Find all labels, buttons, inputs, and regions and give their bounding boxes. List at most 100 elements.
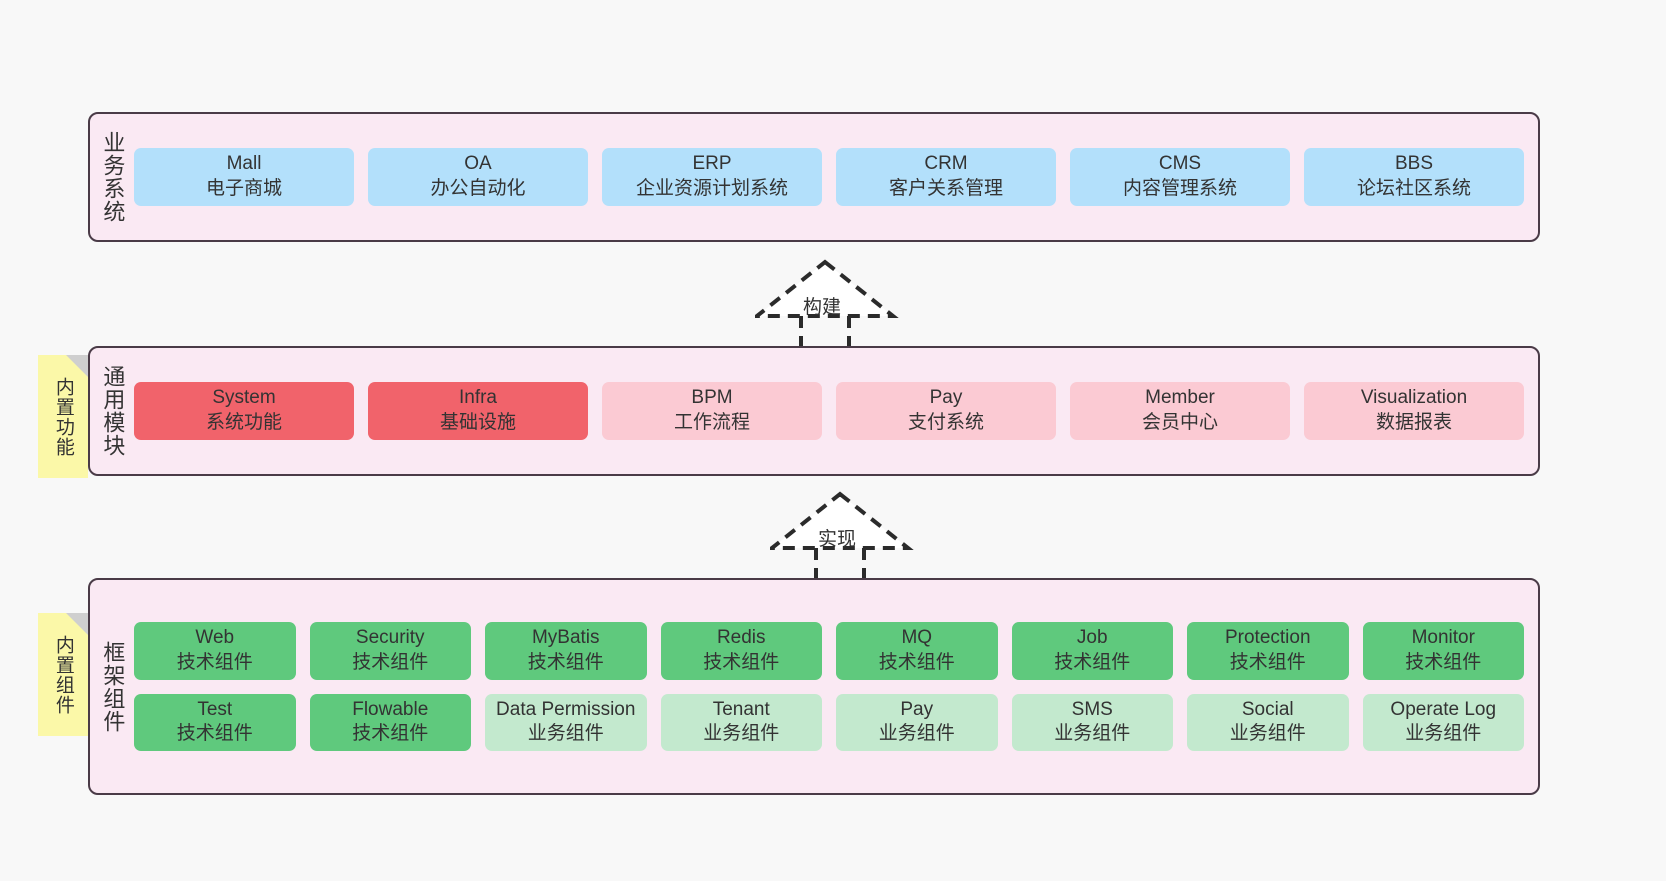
- component-box-test[interactable]: Test 技术组件: [134, 693, 296, 751]
- box-subtitle: 技术组件: [1405, 651, 1482, 673]
- connector-build: 构建: [751, 258, 915, 350]
- box-subtitle: 会员中心: [1141, 412, 1218, 433]
- module-box-system[interactable]: System 系统功能: [134, 382, 354, 440]
- box-title: Pay: [900, 698, 934, 720]
- box-row: Mall 电子商城 OA 办公自动化 ERP 企业资源计划系统 CRM 客户关系…: [134, 148, 1524, 206]
- box-title: BBS: [1394, 153, 1434, 175]
- box-subtitle: 技术组件: [878, 651, 955, 673]
- box-title: CMS: [1158, 153, 1202, 175]
- note-builtin-functions: 内置功能: [38, 355, 88, 478]
- box-title: MQ: [901, 627, 933, 649]
- box-subtitle: 技术组件: [352, 723, 429, 745]
- box-row: System 系统功能 Infra 基础设施 BPM 工作流程 Pay 支付系统…: [134, 382, 1524, 440]
- component-box-mq[interactable]: MQ 技术组件: [836, 622, 998, 680]
- component-box-web[interactable]: Web 技术组件: [134, 622, 296, 680]
- box-title: ERP: [692, 153, 732, 175]
- box-title: Redis: [716, 627, 766, 649]
- box-row: Web 技术组件 Security 技术组件 MyBatis 技术组件 Redi…: [134, 622, 1524, 680]
- note-label: 内置组件: [52, 634, 74, 715]
- box-title: CRM: [924, 153, 968, 175]
- component-box-pay[interactable]: Pay 业务组件: [836, 693, 998, 751]
- box-title: Infra: [458, 387, 498, 409]
- note-label: 内置功能: [52, 376, 74, 457]
- box-subtitle: 内容管理系统: [1122, 178, 1237, 199]
- layer-body-common-modules: System 系统功能 Infra 基础设施 BPM 工作流程 Pay 支付系统…: [134, 348, 1538, 474]
- box-subtitle: 企业资源计划系统: [635, 178, 788, 199]
- box-subtitle: 业务组件: [1054, 723, 1131, 745]
- generalization-arrow-icon: [751, 259, 899, 350]
- box-title: Member: [1145, 387, 1215, 409]
- component-box-security[interactable]: Security 技术组件: [309, 622, 471, 680]
- note-fold-corner-icon: [66, 613, 88, 635]
- box-title: System: [212, 387, 276, 409]
- system-box-crm[interactable]: CRM 客户关系管理: [836, 148, 1056, 206]
- box-subtitle: 技术组件: [1054, 651, 1131, 673]
- component-box-protection[interactable]: Protection 技术组件: [1187, 622, 1349, 680]
- system-box-mall[interactable]: Mall 电子商城: [134, 148, 354, 206]
- box-title: MyBatis: [531, 627, 600, 649]
- module-box-infra[interactable]: Infra 基础设施: [368, 382, 588, 440]
- box-row: Test 技术组件 Flowable 技术组件 Data Permission …: [134, 693, 1524, 751]
- box-subtitle: 业务组件: [1229, 723, 1306, 745]
- box-subtitle: 工作流程: [673, 412, 750, 433]
- box-subtitle: 技术组件: [352, 651, 429, 673]
- box-subtitle: 技术组件: [176, 651, 253, 673]
- box-title: Mall: [226, 153, 262, 175]
- connector-implement-label: 实现: [818, 529, 857, 550]
- box-subtitle: 数据报表: [1375, 412, 1452, 433]
- component-box-mybatis[interactable]: MyBatis 技术组件: [485, 622, 647, 680]
- component-box-tenant[interactable]: Tenant 业务组件: [660, 693, 822, 751]
- box-subtitle: 电子商城: [205, 178, 282, 199]
- system-box-bbs[interactable]: BBS 论坛社区系统: [1304, 148, 1524, 206]
- box-title: Protection: [1224, 627, 1311, 649]
- component-box-flowable[interactable]: Flowable 技术组件: [309, 693, 471, 751]
- box-title: Monitor: [1411, 627, 1475, 649]
- layer-body-business-systems: Mall 电子商城 OA 办公自动化 ERP 企业资源计划系统 CRM 客户关系…: [134, 114, 1538, 240]
- module-box-bpm[interactable]: BPM 工作流程: [602, 382, 822, 440]
- module-box-pay[interactable]: Pay 支付系统: [836, 382, 1056, 440]
- box-subtitle: 系统功能: [205, 412, 282, 433]
- box-subtitle: 技术组件: [1229, 651, 1306, 673]
- component-box-monitor[interactable]: Monitor 技术组件: [1362, 622, 1524, 680]
- box-title: Data Permission: [496, 698, 636, 720]
- box-subtitle: 办公自动化: [430, 178, 526, 199]
- system-box-cms[interactable]: CMS 内容管理系统: [1070, 148, 1290, 206]
- box-title: Job: [1076, 627, 1108, 649]
- box-title: Visualization: [1360, 387, 1468, 409]
- box-title: Social: [1241, 698, 1294, 720]
- box-title: Operate Log: [1390, 698, 1497, 720]
- box-title: BPM: [691, 387, 733, 409]
- box-subtitle: 业务组件: [527, 723, 604, 745]
- connector-build-label: 构建: [803, 297, 842, 318]
- component-box-social[interactable]: Social 业务组件: [1187, 693, 1349, 751]
- system-box-oa[interactable]: OA 办公自动化: [368, 148, 588, 206]
- system-box-erp[interactable]: ERP 企业资源计划系统: [602, 148, 822, 206]
- layer-business-systems: 业务系统 Mall 电子商城 OA 办公自动化 ERP 企业资源计划系统 CRM…: [88, 112, 1540, 242]
- box-title: Flowable: [352, 698, 429, 720]
- module-box-member[interactable]: Member 会员中心: [1070, 382, 1290, 440]
- generalization-arrow-icon: [766, 491, 914, 582]
- layer-title-framework-components: 框架组件: [100, 640, 126, 733]
- layer-title-business-systems: 业务系统: [100, 131, 126, 223]
- box-title: Web: [195, 627, 235, 649]
- connector-implement: 实现: [766, 490, 930, 582]
- component-box-job[interactable]: Job 技术组件: [1011, 622, 1173, 680]
- note-builtin-components: 内置组件: [38, 613, 88, 736]
- layer-title-common-modules: 通用模块: [100, 365, 126, 457]
- module-box-visualization[interactable]: Visualization 数据报表: [1304, 382, 1524, 440]
- box-subtitle: 业务组件: [703, 723, 780, 745]
- box-subtitle: 支付系统: [907, 412, 984, 433]
- component-box-operate-log[interactable]: Operate Log 业务组件: [1362, 693, 1524, 751]
- box-title: SMS: [1071, 698, 1113, 720]
- note-fold-corner-icon: [66, 355, 88, 377]
- box-subtitle: 客户关系管理: [888, 178, 1003, 199]
- component-box-redis[interactable]: Redis 技术组件: [660, 622, 822, 680]
- component-box-sms[interactable]: SMS 业务组件: [1011, 693, 1173, 751]
- box-subtitle: 业务组件: [1405, 723, 1482, 745]
- box-subtitle: 技术组件: [703, 651, 780, 673]
- box-subtitle: 技术组件: [527, 651, 604, 673]
- component-box-data-permission[interactable]: Data Permission 业务组件: [485, 693, 647, 751]
- box-subtitle: 技术组件: [176, 723, 253, 745]
- layer-common-modules: 通用模块 System 系统功能 Infra 基础设施 BPM 工作流程 Pay…: [88, 346, 1540, 476]
